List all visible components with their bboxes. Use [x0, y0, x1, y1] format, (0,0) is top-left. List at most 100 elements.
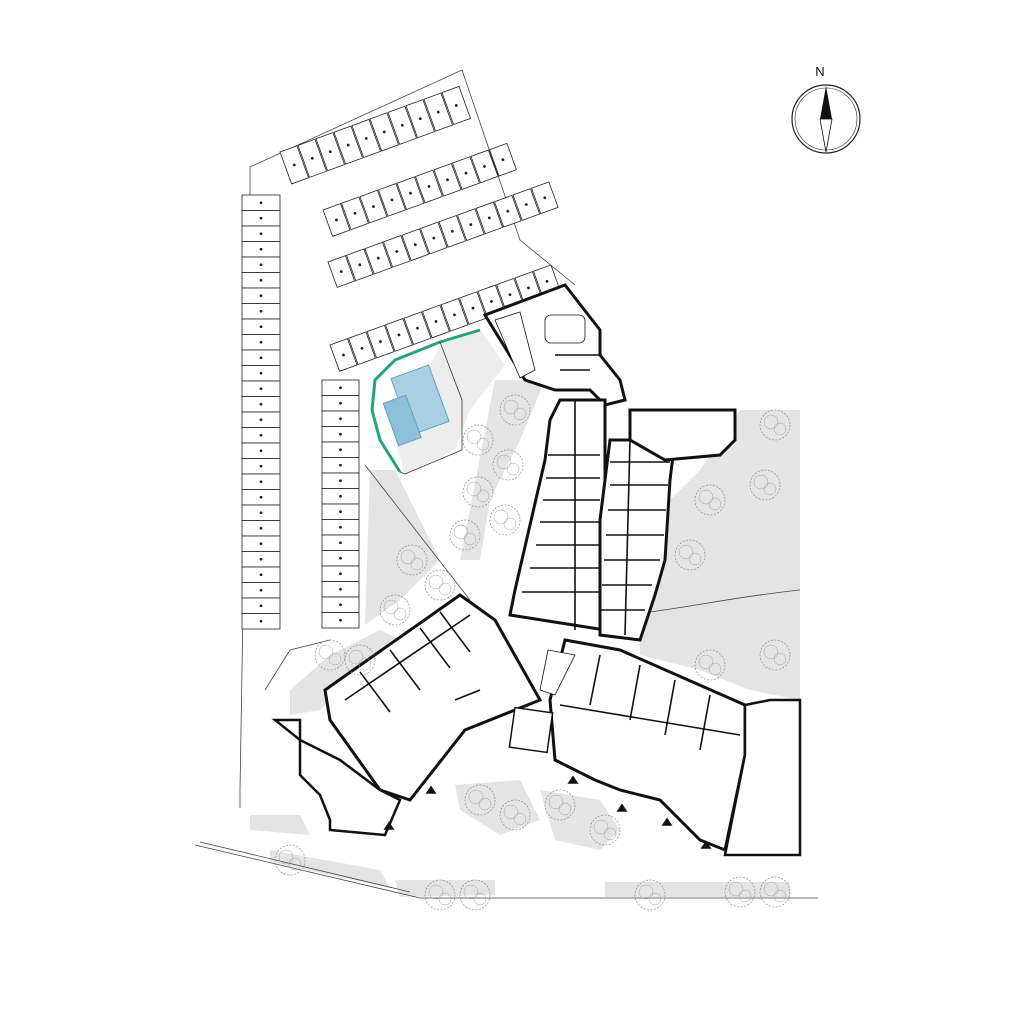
tree-icon — [396, 544, 428, 576]
tree-icon — [492, 449, 524, 481]
parking-stall-icon — [321, 534, 360, 551]
parking-stall-icon — [241, 520, 281, 537]
parking-stall-icon — [241, 504, 281, 521]
compass-needle-north — [820, 86, 832, 119]
tree-icon — [379, 594, 411, 626]
parking-stall-icon — [241, 380, 281, 397]
parking-stall-icon — [333, 125, 364, 165]
parking-stall-icon — [321, 488, 360, 505]
parking-stall-icon — [279, 145, 310, 185]
parking-stall-icon — [366, 324, 395, 359]
north-arrow-icon: N — [791, 64, 861, 154]
parking-stall-icon — [321, 519, 360, 536]
parking-stall-icon — [321, 565, 360, 582]
parking-stall-icon — [241, 613, 281, 630]
parking-stall-icon — [241, 551, 281, 568]
entrance-marker — [661, 817, 673, 826]
lawn-east-lower — [640, 615, 800, 700]
entrance-stair — [508, 706, 554, 754]
inner-path-1 — [364, 464, 471, 601]
road-edge-south — [194, 844, 818, 899]
tree-icon — [694, 649, 726, 681]
entrance-marker — [567, 775, 579, 784]
wall-segment — [439, 611, 471, 653]
tree-icon — [462, 476, 494, 508]
pool-deck — [399, 341, 463, 475]
parking-stall-icon — [241, 396, 281, 413]
wall-segment — [454, 689, 481, 701]
tree-icon — [694, 484, 726, 516]
parking-stall-icon — [321, 379, 360, 396]
tree-icon — [462, 424, 494, 456]
tree-icon — [489, 504, 521, 536]
parking-stall-icon — [438, 214, 467, 248]
parking-stall-icon — [382, 235, 411, 268]
tree-icon — [674, 539, 706, 571]
tree-icon — [759, 876, 791, 908]
parking-stall-icon — [470, 149, 499, 184]
parking-stall-icon — [369, 112, 400, 152]
entrance-marker — [383, 821, 395, 830]
parking-stall-icon — [396, 176, 425, 211]
parking-stall-icon — [315, 132, 346, 172]
buildings — [271, 283, 802, 857]
tree-icon — [589, 814, 621, 846]
parking-stall-icon — [241, 473, 281, 490]
parking-stall-icon — [241, 303, 281, 320]
parking-stall-icon — [241, 365, 281, 382]
lawn-center-plaza — [395, 330, 505, 475]
clubhouse-stair — [494, 311, 536, 379]
parking-stall-icon — [530, 181, 559, 215]
parking-stall-icon — [423, 92, 454, 132]
wall-segment — [359, 671, 391, 713]
interior-walls — [344, 354, 741, 849]
parking-stall-icon — [475, 201, 504, 235]
parking-stall-icon — [241, 582, 281, 599]
parking-stall-icon — [241, 566, 281, 583]
parking-stall-icon — [401, 228, 430, 262]
north-label: N — [815, 64, 824, 79]
tree-icon — [424, 879, 456, 911]
parking-stall-icon — [241, 256, 281, 273]
parking-stall-icon — [433, 162, 462, 197]
parking-stall-icon — [340, 196, 369, 231]
stairs-icon — [539, 649, 576, 696]
parking-stall-icon — [345, 248, 374, 282]
parking-stall-icon — [241, 411, 281, 428]
parking-stall-icon — [241, 535, 281, 552]
lawn-road-strip-1 — [250, 815, 310, 835]
road-edge-south-inner — [199, 841, 411, 893]
tree-icon — [274, 844, 306, 876]
tree-icon — [499, 799, 531, 831]
parking-stall-icon — [403, 311, 432, 346]
wall-segment — [419, 627, 451, 669]
tree-icon — [314, 639, 346, 671]
parking-stall-icon — [441, 85, 472, 126]
parking-stall-icon — [321, 395, 360, 412]
lawn-south-2 — [540, 790, 620, 850]
parking-stall-icon — [241, 489, 281, 506]
parking-stall-icon — [414, 169, 443, 204]
parking-stall-icon — [364, 241, 393, 275]
wall-segment — [589, 654, 601, 706]
landscape-areas — [250, 330, 800, 897]
tree-icon — [634, 879, 666, 911]
lawn-south-1 — [455, 780, 540, 835]
wall-segment — [559, 704, 741, 736]
parking-stall-icon — [322, 203, 351, 237]
parking-lot — [241, 85, 561, 630]
parking-stall-icon — [241, 597, 281, 614]
swimming-pool-icon — [370, 328, 481, 475]
parking-stall-icon — [241, 349, 281, 366]
parking-stall-icon — [321, 410, 360, 427]
building-southwest — [323, 593, 543, 802]
parking-stall-icon — [241, 241, 281, 258]
parking-stall-icon — [321, 612, 360, 629]
building-southwest-end — [271, 718, 402, 837]
parking-stall-icon — [241, 210, 281, 227]
parking-stall-icon — [321, 596, 360, 613]
parking-stall-icon — [321, 426, 360, 443]
parking-stall-icon — [456, 208, 485, 241]
wall-segment — [344, 614, 471, 701]
lawn-east-large — [640, 410, 800, 640]
